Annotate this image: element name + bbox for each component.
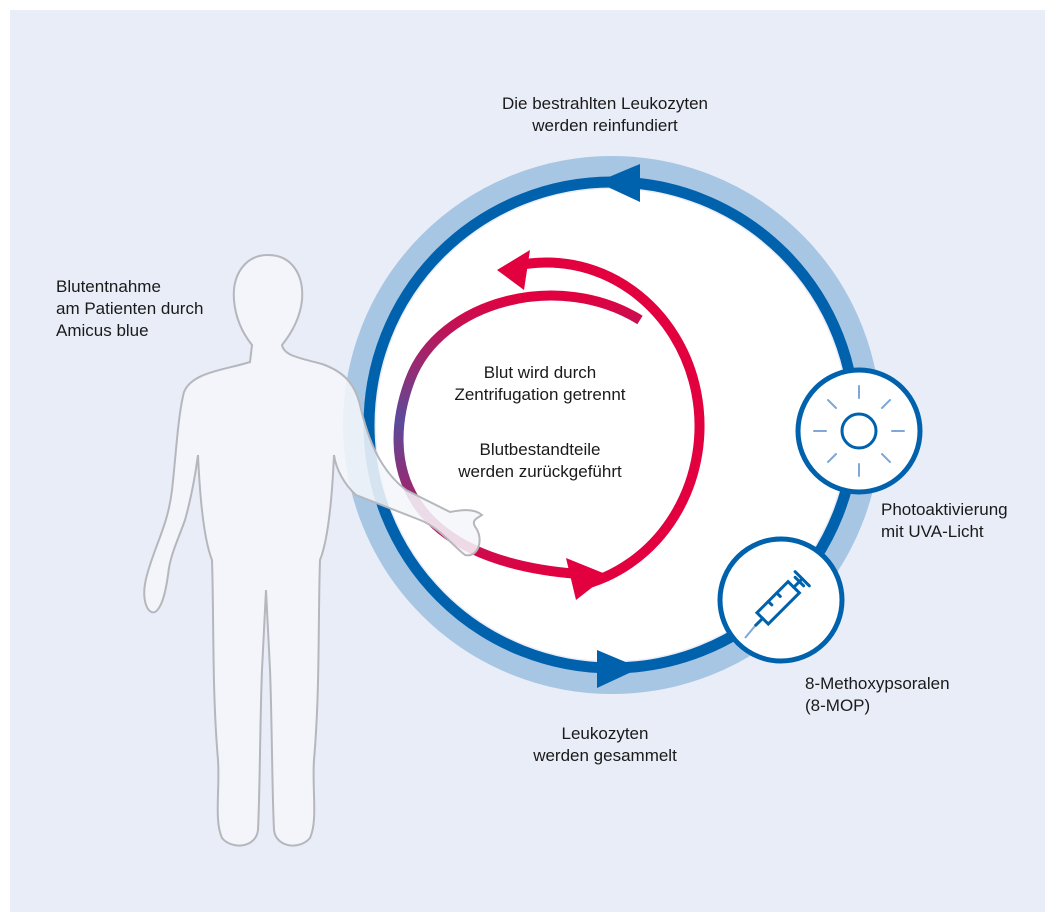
photoactivation-label-line-1: Photoaktivierung xyxy=(881,500,1008,519)
collection-label-line-1: Leukozyten xyxy=(561,724,649,743)
red-arrow-bottom xyxy=(566,558,608,600)
return-label: Blutbestandteile werden zurückgeführt xyxy=(430,439,650,483)
reinfusion-label-line-2: werden reinfundiert xyxy=(532,116,678,135)
blue-arrow-bottom xyxy=(597,650,640,688)
photoactivation-label-line-2: mit UVA-Licht xyxy=(881,522,984,541)
blood-draw-label-line-2: am Patienten durch xyxy=(56,299,204,318)
red-arrow-top xyxy=(497,250,530,290)
methoxypsoralen-label-line-2: (8-MOP) xyxy=(805,696,871,715)
reinfusion-label: Die bestrahlten Leukozyten werden reinfu… xyxy=(490,93,720,137)
photoactivation-label: Photoaktivierung mit UVA-Licht xyxy=(881,499,1008,543)
separation-label-line-2: Zentrifugation getrennt xyxy=(454,385,626,404)
blood-draw-label: Blutentnahme am Patienten durch Amicus b… xyxy=(56,276,203,342)
reinfusion-label-line-1: Die bestrahlten Leukozyten xyxy=(501,94,709,113)
sun-icon xyxy=(795,367,923,495)
collection-label: Leukozyten werden gesammelt xyxy=(490,723,720,767)
red-loop-outer xyxy=(513,257,705,591)
methoxypsoralen-label: 8-Methoxypsoralen (8-MOP) xyxy=(805,673,950,717)
return-label-line-1: Blutbestandteile xyxy=(479,440,601,459)
methoxypsoralen-label-line-1: 8-Methoxypsoralen xyxy=(805,674,950,693)
blue-arrow-top xyxy=(597,164,640,202)
separation-label: Blut wird durch Zentrifugation getrennt xyxy=(430,362,650,406)
syringe-icon xyxy=(717,536,845,664)
blood-draw-label-line-3: Amicus blue xyxy=(56,321,149,340)
return-label-line-2: werden zurückgeführt xyxy=(458,462,622,481)
human-figure-icon xyxy=(143,253,484,847)
collection-label-line-2: werden gesammelt xyxy=(533,746,677,765)
separation-label-line-1: Blut wird durch xyxy=(483,363,597,382)
blood-draw-label-line-1: Blutentnahme xyxy=(56,277,161,296)
